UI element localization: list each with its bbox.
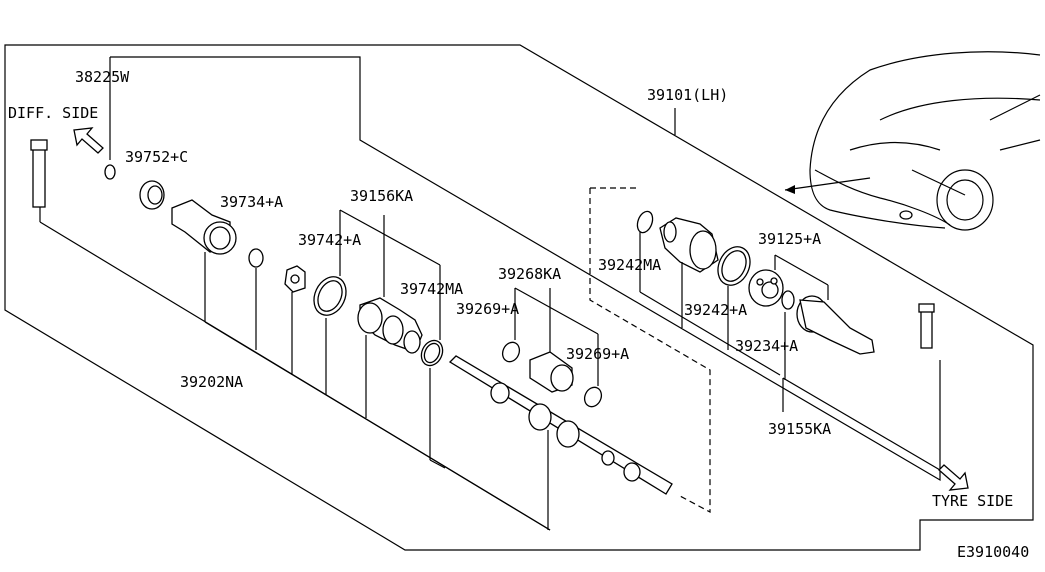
damper-39268ka bbox=[514, 287, 599, 393]
label-diagram-code: E3910040 bbox=[957, 543, 1030, 561]
label-39742a: 39742+A bbox=[298, 231, 362, 249]
label-diff-side: DIFF. SIDE bbox=[8, 104, 99, 122]
clamp-39269a-left bbox=[501, 288, 521, 363]
seal-39752c bbox=[139, 180, 165, 210]
dashed-region-shaft bbox=[589, 188, 711, 513]
inner-frame bbox=[110, 56, 941, 482]
ring-39734a bbox=[248, 248, 264, 350]
vehicle-location-illustration bbox=[784, 51, 1041, 231]
label-39268ka: 39268KA bbox=[498, 265, 562, 283]
boot-band-39742a bbox=[313, 210, 347, 395]
label-38225w: 38225W bbox=[75, 68, 130, 86]
boot-band-39242ma bbox=[636, 210, 654, 292]
outer-joint-39155ka bbox=[782, 285, 875, 412]
tyre-side-pin-icon bbox=[918, 303, 935, 349]
clamp-39269a-right bbox=[583, 334, 603, 408]
base-line-right bbox=[782, 377, 941, 471]
boot-band-39742ma bbox=[420, 265, 444, 460]
label-39269a-left: 39269+A bbox=[456, 300, 520, 318]
base-line-2 bbox=[204, 321, 551, 531]
label-tyre-side: TYRE SIDE bbox=[932, 492, 1014, 510]
cage-39125a bbox=[748, 254, 829, 307]
label-39202na: 39202NA bbox=[180, 373, 244, 391]
label-39242a: 39242+A bbox=[684, 301, 748, 319]
drive-shaft bbox=[448, 355, 673, 530]
label-39155ka: 39155KA bbox=[768, 420, 832, 438]
joint-housing-39202na bbox=[171, 199, 237, 322]
label-39234a: 39234+A bbox=[735, 337, 799, 355]
ring-39234a bbox=[781, 290, 795, 380]
label-39269a-right: 39269+A bbox=[566, 345, 630, 363]
label-39752c: 39752+C bbox=[125, 148, 189, 166]
outer-frame bbox=[4, 44, 1034, 551]
label-39125a: 39125+A bbox=[758, 230, 822, 248]
diff-side-pin-icon bbox=[30, 139, 48, 222]
boot-39242 bbox=[639, 217, 781, 376]
label-39734a: 39734+A bbox=[220, 193, 284, 211]
hollow-arrow-down-right-icon bbox=[938, 464, 969, 491]
snap-ring-38225w bbox=[104, 164, 116, 180]
boot-band-39242a bbox=[717, 246, 751, 350]
base-line-3 bbox=[429, 459, 446, 469]
hollow-arrow-up-left-icon bbox=[73, 127, 104, 154]
tripod-joint bbox=[284, 265, 306, 375]
label-39101lh: 39101(LH) bbox=[647, 86, 729, 104]
label-39156ka: 39156KA bbox=[350, 187, 414, 205]
boot-39156ka bbox=[339, 209, 441, 418]
label-39742ma: 39742MA bbox=[400, 280, 464, 298]
label-39242ma: 39242MA bbox=[598, 256, 662, 274]
